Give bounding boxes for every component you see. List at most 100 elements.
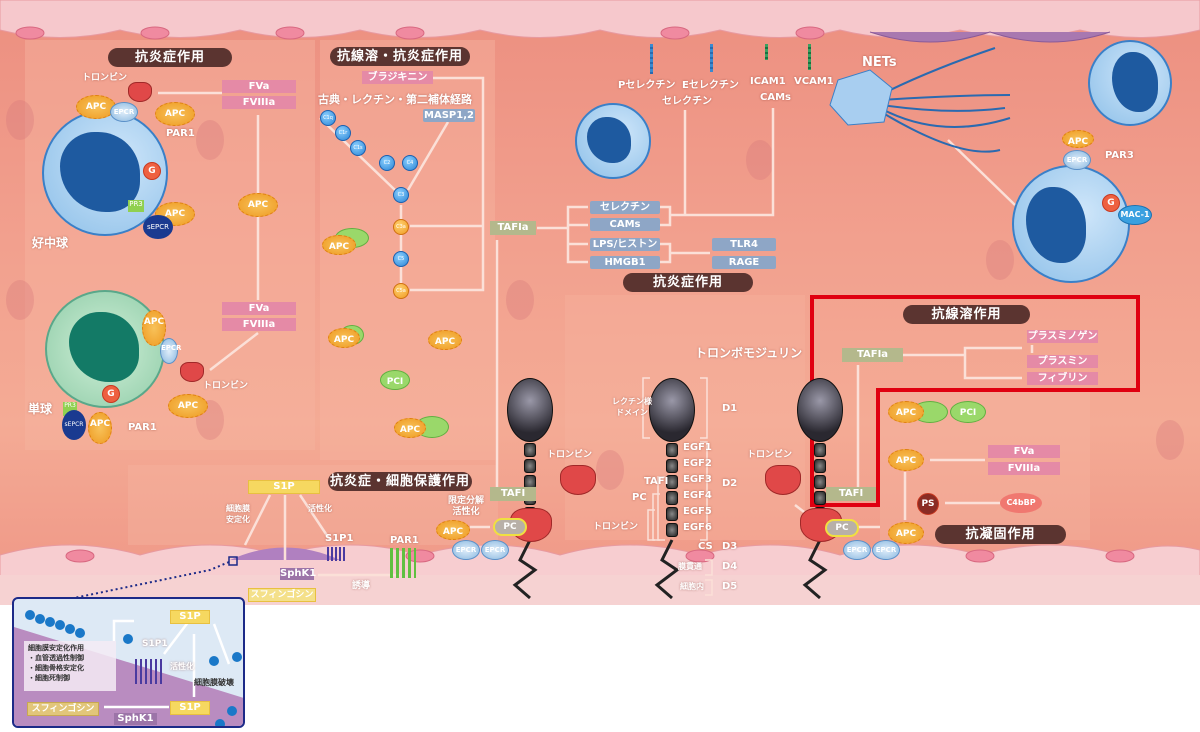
p-selectin-molecule [650, 44, 653, 74]
plasmin-box: プラスミン [1027, 355, 1098, 368]
c1s: C1s [350, 140, 366, 156]
domain-label: D2 [722, 478, 738, 489]
anti-inflammatory-heading: 抗炎症作用 [108, 48, 232, 67]
lectin-domain-label: レクチン様 ドメイン [612, 397, 652, 417]
sepcr: sEPCR [62, 410, 86, 440]
c1q: C1q [320, 110, 336, 126]
effects-box: 細胞膜安定化作用 ・血管透過性制御 ・細胞骨格安定化 ・細胞死制御 [24, 641, 116, 691]
pr3: PR3 [128, 200, 144, 212]
thrombomodulin-lectin-domain [797, 378, 843, 442]
rage-box: RAGE [712, 256, 776, 269]
antifibrinolytic-heading: 抗線溶作用 [903, 305, 1030, 324]
egf-domain-bead [666, 507, 678, 521]
epcr: EPCR [872, 540, 900, 560]
sepcr: sEPCR [143, 215, 173, 239]
lps-histone-box: LPS/ヒストン [590, 238, 660, 251]
domain-label: D1 [722, 403, 738, 414]
epcr: EPCR [160, 338, 181, 364]
fva-box: FVa [222, 80, 296, 93]
s1p-inset-panel: S1P S1P1 細胞膜安定化作用 ・血管透過性制御 ・細胞骨格安定化 ・細胞死… [12, 597, 245, 728]
egf-domain-bead [666, 475, 678, 489]
sphingosine-box: スフィンゴシン [27, 702, 99, 716]
sphk1-box: SphK1 [280, 568, 317, 580]
p-selectin-label: Pセレクチン [618, 80, 676, 91]
cs-label: CS [698, 541, 713, 552]
cams-label: CAMs [760, 92, 791, 103]
egf-label: EGF5 [683, 506, 712, 517]
s1p-box: S1P [248, 480, 320, 494]
monocyte-label: 単球 [28, 402, 53, 416]
thrombin-icon [128, 82, 152, 102]
apc: APC [155, 102, 195, 126]
background-art [0, 0, 1200, 605]
limited-proteolysis-label: 限定分解 活性化 [448, 496, 485, 517]
vcam1-label: VCAM1 [794, 76, 834, 87]
par1-label: PAR1 [128, 422, 157, 433]
pc: PC [493, 518, 527, 536]
cytoprotective-heading: 抗炎症・細胞保護作用 [328, 472, 472, 491]
apc: APC [168, 394, 208, 418]
apc: APC [88, 412, 112, 444]
c3: C3 [393, 187, 409, 203]
egf-label: EGF6 [683, 522, 712, 533]
c5: C5 [393, 251, 409, 267]
antifibrinolytic-anti-inflammatory-heading: 抗線溶・抗炎症作用 [330, 47, 470, 66]
fviiia-box: FVIIIa [222, 318, 296, 331]
icam1-label: ICAM1 [750, 76, 786, 87]
transmembrane-label: 膜貫通 [678, 562, 702, 571]
induction-label: 誘導 [352, 581, 371, 591]
thrombin-label: トロンビン [82, 73, 128, 83]
apc: APC [142, 310, 166, 346]
e-selectin-molecule [710, 44, 713, 72]
c5a: C5a [393, 283, 409, 299]
effect-item: ・細胞骨格安定化 [28, 664, 84, 672]
c2: C2 [379, 155, 395, 171]
c4bbp: C4bBP [1000, 493, 1042, 513]
egf-domain-bead [814, 491, 826, 505]
apc: APC [888, 522, 924, 544]
epcr: EPCR [843, 540, 871, 560]
neutrophil-label: 好中球 [32, 236, 69, 250]
complement-pathway-label: 古典・レクチン・第二補体経路 [318, 93, 472, 106]
mac1: MAC-1 [1118, 205, 1152, 225]
epcr: EPCR [1063, 150, 1091, 170]
effect-item: ・細胞死制御 [28, 674, 70, 682]
neutrophil-cell [1012, 165, 1130, 283]
masp-box: MASP1,2 [423, 109, 475, 122]
anticoagulant-heading: 抗凝固作用 [935, 525, 1066, 544]
egf-domain-bead [666, 459, 678, 473]
apc: APC [428, 330, 462, 350]
par1-receptor [390, 548, 416, 578]
thrombin-binding-label: トロンビン [593, 522, 639, 532]
cams-box: CAMs [590, 218, 660, 231]
g-protein: G [102, 385, 120, 403]
activation-label: 活性化 [170, 662, 194, 671]
membrane-stabilization-label: 細胞膜 安定化 [226, 504, 250, 524]
e-selectin-label: Eセレクチン [682, 80, 739, 91]
epcr: EPCR [110, 102, 138, 122]
egf-domain-bead [666, 491, 678, 505]
hmgb1-box: HMGB1 [590, 256, 660, 269]
egf-domain-bead [814, 459, 826, 473]
g-protein: G [1102, 194, 1120, 212]
par1-label: PAR1 [166, 128, 195, 139]
nets-label: NETs [862, 55, 897, 70]
fibrin-box: フィブリン [1027, 372, 1098, 385]
c4: C4 [402, 155, 418, 171]
thrombin-label: トロンビン [203, 381, 249, 391]
fviiia-box: FVIIIa [222, 96, 296, 109]
c1r: C1r [335, 125, 351, 141]
s1p-box: S1P [170, 610, 210, 624]
s1p1-label: S1P1 [142, 639, 168, 649]
s1p1-receptor [327, 547, 347, 561]
thrombin-label: トロンビン [747, 450, 793, 460]
c3a: C3a [393, 219, 409, 235]
fviiia-box: FVIIIa [988, 462, 1060, 475]
g-protein: G [143, 162, 161, 180]
pci: PCI [380, 370, 410, 390]
selectin-box: セレクチン [590, 201, 660, 214]
pci: PCI [950, 401, 986, 423]
domain-label: D3 [722, 541, 738, 552]
thrombin-label: トロンビン [547, 450, 593, 460]
thrombin-icon [765, 465, 801, 495]
